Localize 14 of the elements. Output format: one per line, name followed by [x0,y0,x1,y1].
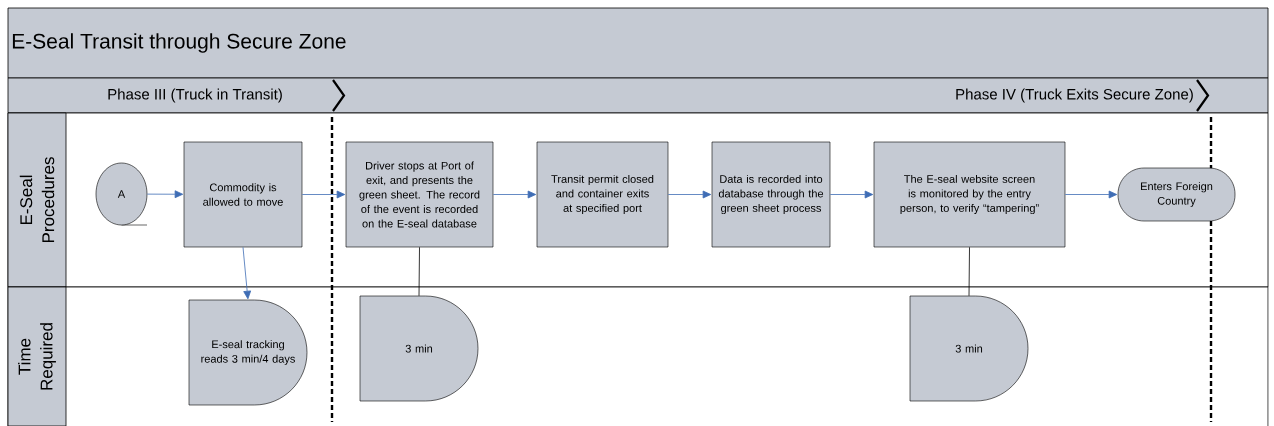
arrow [492,190,537,199]
arrow [1064,190,1118,199]
terminator: Enters Foreign Country [1117,167,1236,222]
arrow [667,190,712,199]
process-box: Commodity is allowed to move [183,141,303,248]
process-box: The E-seal website screen is monitored by the entry person, to verify “tampering” [873,141,1066,248]
process-box: Transit permit closed and container exits at specified port [536,141,669,248]
arrow [301,190,346,199]
arrow [829,190,874,199]
arrow [146,190,184,199]
process-box: Driver stops at Port of exit, and presents the green sheet. The record of the event is recorded on the E-seal database [345,141,494,248]
process-box: Data is recorded into database through the green sheet process [711,141,831,248]
title-band: E-Seal Transit through Secure Zone [7,7,1269,79]
arrow [242,246,252,300]
